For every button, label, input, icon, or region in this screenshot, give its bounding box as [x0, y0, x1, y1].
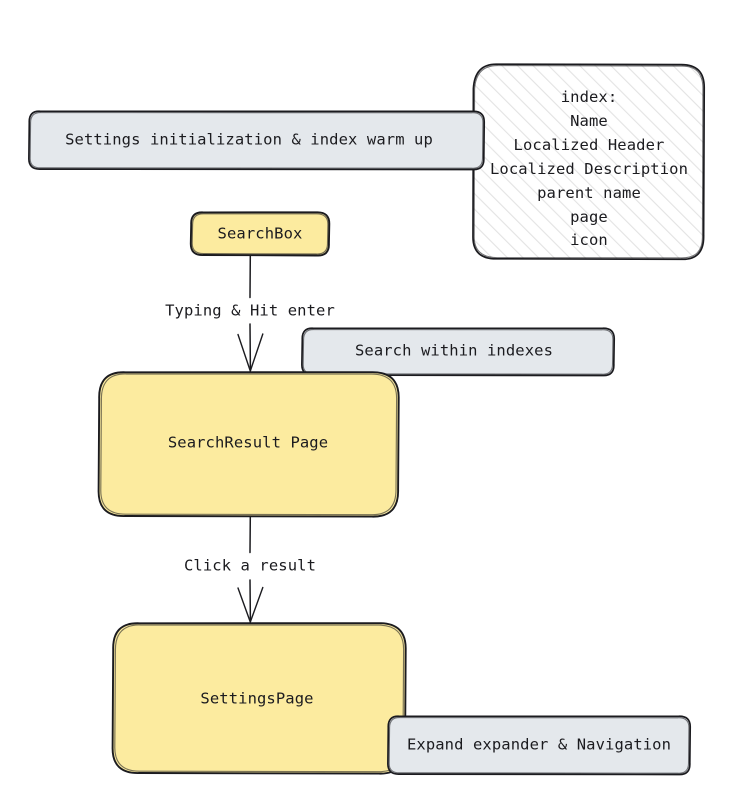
index-box: index: Name Localized Header Localized D…: [473, 64, 705, 260]
note-init-label: Settings initialization & index warm up: [65, 130, 433, 149]
index-line-3: Localized Description: [489, 160, 689, 179]
settingspage-label: SettingsPage: [200, 689, 314, 708]
edge-typing-label: Typing & Hit enter: [140, 300, 360, 322]
index-line-6: icon: [570, 231, 608, 250]
searchbox-label: SearchBox: [217, 224, 303, 243]
index-line-5: page: [570, 208, 608, 227]
note-expand-label: Expand expander & Navigation: [406, 735, 672, 754]
index-line-1: Name: [570, 112, 608, 131]
searchresult-label: SearchResult Page: [167, 433, 329, 452]
index-line-2: Localized Header: [513, 136, 665, 155]
edge-click-label: Click a result: [155, 555, 345, 577]
index-line-4: parent name: [537, 184, 641, 203]
index-line-0: index:: [560, 88, 618, 107]
note-search-label: Search within indexes: [354, 341, 554, 360]
